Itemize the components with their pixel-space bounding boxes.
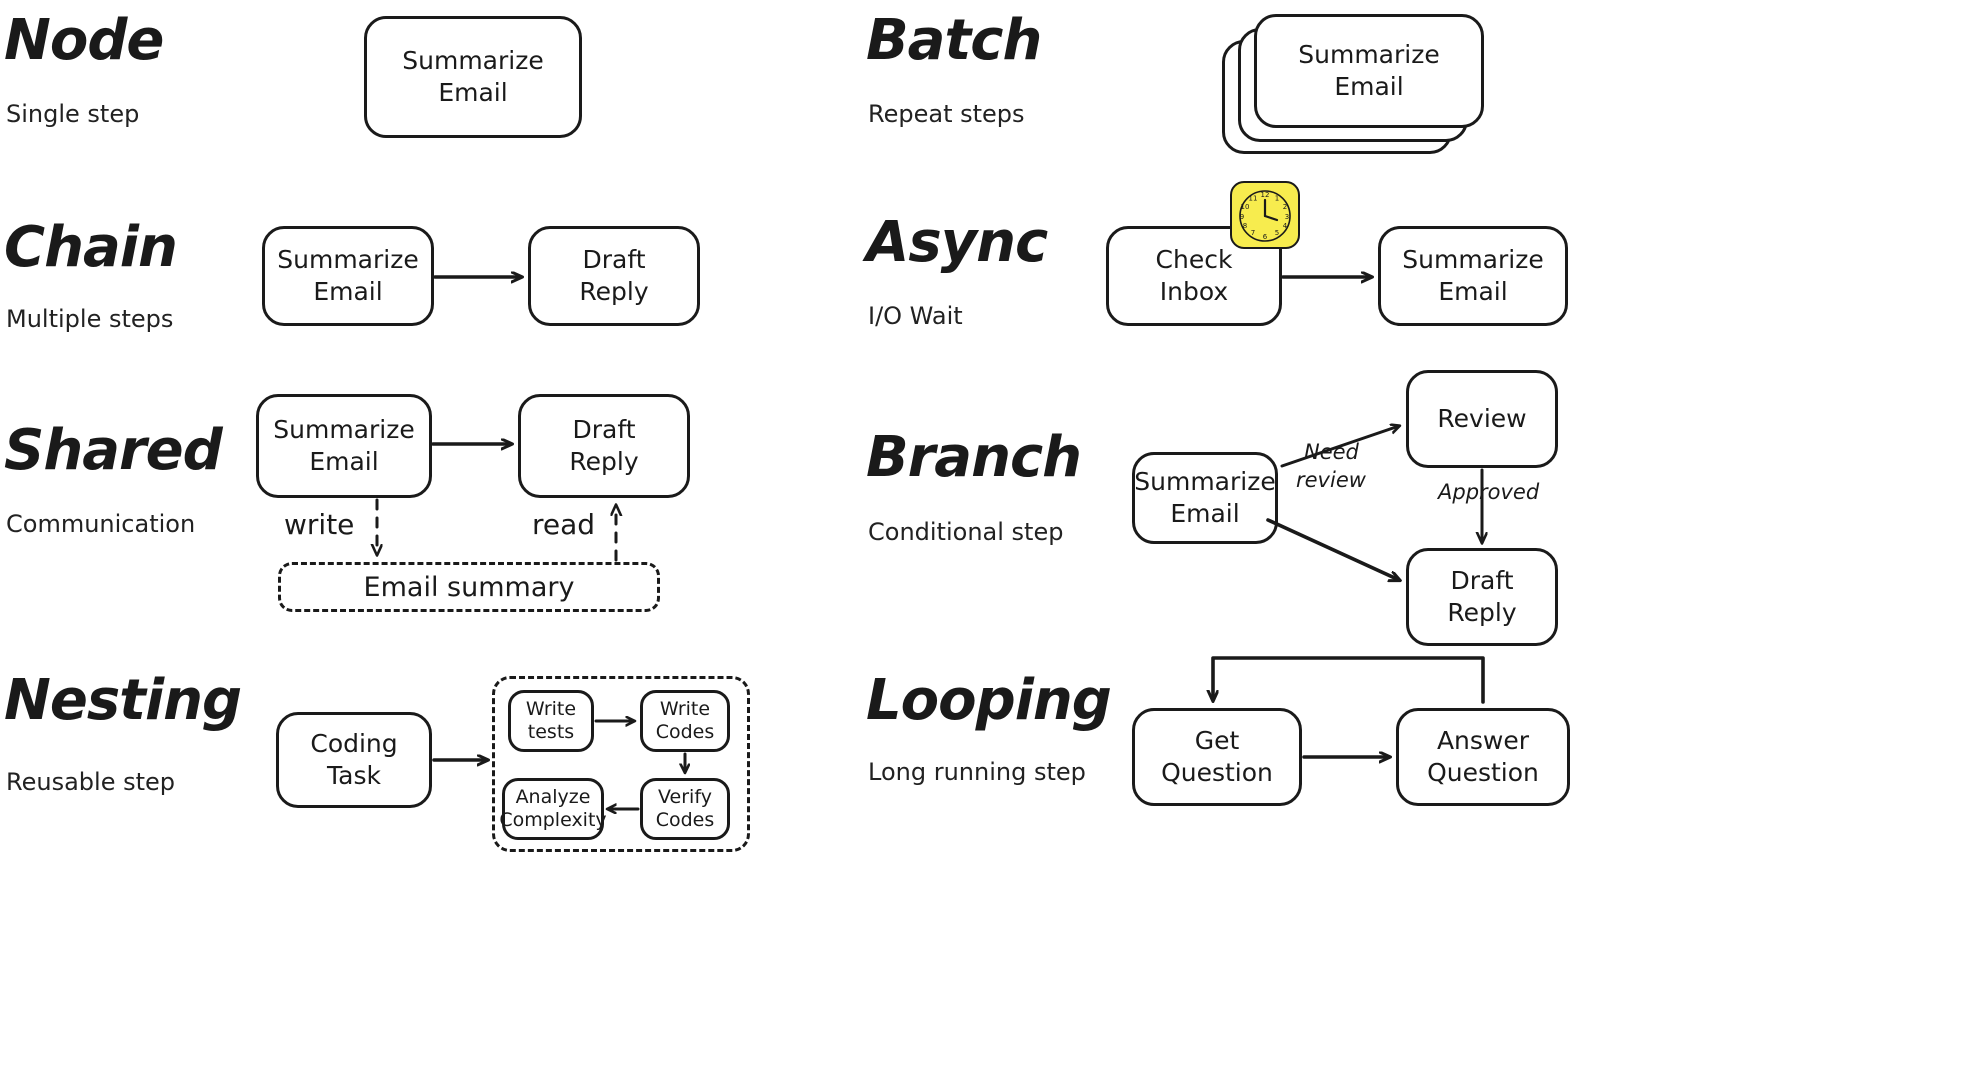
section-title-shared: Shared [4, 418, 223, 483]
edge-label-read: read [532, 508, 596, 541]
node-label: Check Inbox [1155, 245, 1233, 306]
section-subtitle-looping: Long running step [868, 758, 1086, 786]
section-subtitle-node: Single step [6, 100, 140, 128]
node-branch-summarize-email[interactable]: Summarize Email [1132, 452, 1278, 544]
edge-label-write: write [284, 508, 355, 541]
node-label: Draft Reply [569, 415, 639, 476]
svg-text:11: 11 [1249, 195, 1258, 203]
node-async-summarize-email[interactable]: Summarize Email [1378, 226, 1568, 326]
node-shared-draft-reply[interactable]: Draft Reply [518, 394, 690, 498]
node-looping-answer-question[interactable]: Answer Question [1396, 708, 1570, 806]
svg-text:4: 4 [1283, 222, 1288, 230]
node-label: Answer Question [1427, 726, 1539, 787]
node-label: Draft Reply [1447, 566, 1517, 627]
section-title-branch: Branch [866, 425, 1082, 490]
node-nesting-analyze-complexity[interactable]: Analyze Complexity [499, 778, 607, 840]
svg-text:2: 2 [1283, 203, 1287, 211]
section-subtitle-chain: Multiple steps [6, 305, 174, 333]
node-nesting-coding-task[interactable]: Coding Task [276, 712, 432, 808]
node-label: Summarize Email [1402, 245, 1544, 306]
node-label: Write Codes [655, 698, 715, 743]
node-nesting-verify-codes[interactable]: Verify Codes [640, 778, 730, 840]
edge-label-review: review [1296, 468, 1366, 492]
node-chain-summarize-email[interactable]: Summarize Email [262, 226, 434, 326]
node-label: Summarize Email [1298, 40, 1440, 101]
section-subtitle-nesting: Reusable step [6, 768, 175, 796]
section-title-looping: Looping [866, 668, 1112, 733]
node-nesting-write-codes[interactable]: Write Codes [640, 690, 730, 752]
svg-text:6: 6 [1263, 233, 1268, 241]
svg-text:12: 12 [1261, 191, 1270, 199]
section-subtitle-batch: Repeat steps [868, 100, 1025, 128]
svg-text:10: 10 [1241, 203, 1250, 211]
node-branch-review[interactable]: Review [1406, 370, 1558, 468]
node-async-check-inbox[interactable]: Check Inbox [1106, 226, 1282, 326]
section-subtitle-shared: Communication [6, 510, 196, 538]
section-title-node: Node [4, 8, 164, 73]
section-title-chain: Chain [4, 215, 178, 280]
edge-branch-direct-draft [1266, 518, 1399, 580]
edge-looping-loop-back [1213, 656, 1485, 704]
svg-text:7: 7 [1251, 229, 1255, 237]
node-batch-summarize-email[interactable]: Summarize Email [1254, 14, 1484, 128]
svg-text:9: 9 [1240, 213, 1244, 221]
store-label: Email summary [363, 571, 575, 603]
section-subtitle-async: I/O Wait [868, 302, 963, 330]
node-label: Get Question [1161, 726, 1273, 787]
nesting-subflow-group [492, 676, 750, 852]
section-title-nesting: Nesting [4, 668, 242, 733]
svg-text:1: 1 [1275, 195, 1279, 203]
node-label: Verify Codes [655, 786, 715, 831]
node-nesting-write-tests[interactable]: Write tests [508, 690, 594, 752]
section-subtitle-branch: Conditional step [868, 518, 1064, 546]
node-label: Summarize Email [402, 46, 544, 107]
section-title-batch: Batch [866, 8, 1042, 73]
svg-text:8: 8 [1243, 222, 1247, 230]
node-label: Write tests [525, 698, 577, 743]
node-shared-summarize-email[interactable]: Summarize Email [256, 394, 432, 498]
edge-label-approved: Approved [1438, 480, 1540, 504]
section-title-async: Async [866, 210, 1048, 275]
shared-store-email-summary[interactable]: Email summary [278, 562, 660, 612]
node-chain-draft-reply[interactable]: Draft Reply [528, 226, 700, 326]
node-summarize-email[interactable]: Summarize Email [364, 16, 582, 138]
node-label: Review [1437, 404, 1527, 433]
node-looping-get-question[interactable]: Get Question [1132, 708, 1302, 806]
node-label: Summarize Email [277, 245, 419, 306]
node-branch-draft-reply[interactable]: Draft Reply [1406, 548, 1558, 646]
node-label: Summarize Email [273, 415, 415, 476]
node-label: Coding Task [310, 729, 398, 790]
svg-text:3: 3 [1285, 213, 1289, 221]
node-label: Summarize Email [1134, 467, 1276, 528]
svg-text:5: 5 [1275, 229, 1279, 237]
node-label: Analyze Complexity [499, 786, 607, 831]
edge-label-need: Need [1304, 440, 1359, 464]
node-label: Draft Reply [579, 245, 649, 306]
